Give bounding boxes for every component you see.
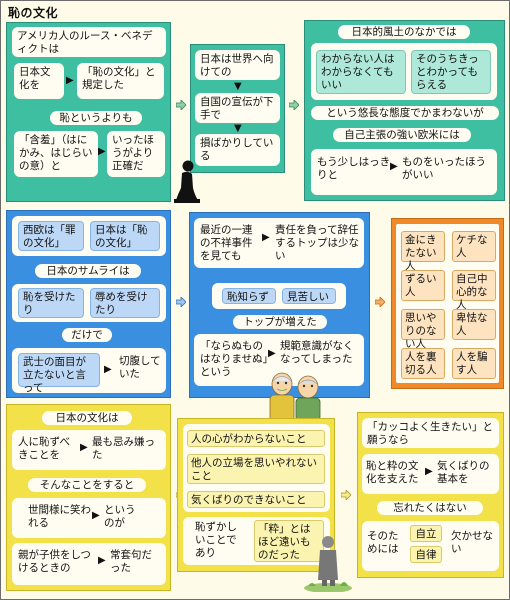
p8-card-e: 「粋」とはほど遠いものだった: [254, 520, 324, 562]
p4-card-d: 辱めを受けたり: [90, 288, 160, 318]
arrow-right-icon: ▶: [425, 466, 433, 477]
kneeling-figure-icon: [174, 160, 200, 203]
p1-head: アメリカ人のルース・ベネディクトは: [12, 27, 166, 57]
arrow-down-icon: ▼: [234, 81, 242, 92]
p8-card-c: 気くばりのできないこと: [187, 491, 325, 508]
p7-card-b: 最も忌み嫌った: [92, 436, 155, 461]
arrow-right-icon: ▶: [80, 442, 88, 453]
p7-card-e: 親が子供をしつけるときの: [18, 549, 91, 574]
flow-arrow-icon: [289, 100, 299, 110]
p6-item: ずるい人: [401, 270, 445, 301]
p7-bottom: [12, 543, 166, 585]
arrow-right-icon: ▶: [268, 348, 276, 359]
p9-card-a: 恥と粋の文化を支えた: [366, 460, 419, 485]
p7-card-c: 世間様に笑われる: [28, 504, 91, 529]
p5-card-d: 見苦しい: [282, 288, 336, 304]
p4-card-b: 日本は「恥の文化」: [90, 221, 160, 251]
p5-card-b: 責任を負って辞任するトップは少ない: [275, 224, 359, 262]
p3-card-c: もう少しはっきりと: [317, 156, 391, 181]
p6-item: 思いやりのない人: [401, 309, 445, 350]
p4-mid2: だけで: [62, 328, 112, 342]
p2-card-b: 自国の宣伝が下手で: [195, 93, 280, 123]
page-title: 恥の文化: [8, 6, 59, 20]
p6-item: ケチな人: [452, 231, 496, 262]
p9-head: 「カッコよく生きたい」と願うなら: [362, 418, 499, 448]
p4-card-c: 恥を受けたり: [18, 288, 84, 318]
arrow-right-icon: ▶: [390, 161, 398, 172]
p1-card-b: 「恥の文化」と規定した: [77, 63, 164, 99]
p1-mid: 恥というよりも: [50, 111, 142, 125]
p6-item: 人を騙す人: [452, 348, 496, 379]
p6-item: 人を裏切る人: [401, 348, 445, 379]
arrow-right-icon: ▶: [104, 364, 112, 375]
p8-card-b: 他人の立場を思いやれないこと: [187, 454, 325, 484]
p7-card-d: というのが: [104, 504, 136, 529]
p5-card-e: 「ならぬものはなりませぬ」という: [200, 340, 268, 378]
p2-card-a: 日本は世界へ向けての: [195, 50, 280, 80]
p7-mid: そんなことをすると: [28, 478, 146, 492]
p1-card-d: いったほうがより正確だ: [107, 131, 165, 177]
p6-item: 金にきたない人: [401, 231, 445, 272]
p5-top: [194, 218, 364, 268]
p4-card-e: 武士の面目が立たないと言って: [18, 353, 100, 394]
arrow-right-icon: ▶: [92, 510, 100, 521]
p3-bottom: [311, 149, 497, 195]
p9-card-c: そのためには: [367, 530, 399, 555]
p5-card-a: 最近の一連の不祥事件を見ても: [200, 224, 253, 262]
arrow-right-icon: ▶: [66, 75, 74, 86]
p1-card-a: 日本文化を: [14, 63, 64, 99]
flow-arrow-icon: [176, 100, 186, 110]
p6-item: 自己中心的な人: [452, 270, 496, 311]
p5-card-f: 規範意識がなくなってしまった: [280, 340, 354, 365]
p3-mid2: 自己主張の強い欧米には: [333, 128, 471, 142]
p7-top: [12, 430, 166, 470]
p3-mid1: という悠長な態度でかまわないが: [311, 106, 499, 120]
elderly-men-illustration: [269, 372, 321, 422]
p9-card-e: 自律: [410, 546, 442, 563]
p7-mid-box: [12, 498, 166, 538]
p9-card-d: 自立: [410, 525, 442, 542]
p7-head: 日本の文化は: [42, 411, 132, 425]
p7-card-a: 人に恥ずべきことを: [18, 436, 70, 461]
p8-card-d: 恥ずかしいことであり: [195, 521, 237, 559]
p4-card-a: 西欧は「罪の文化」: [18, 221, 84, 251]
arrow-right-icon: ▶: [98, 146, 106, 157]
arrow-right-icon: ▶: [262, 232, 270, 243]
p1-card-c: 「含羞」（はにかみ、はじらいの意）と: [14, 131, 98, 177]
arrow-down-icon: ▼: [234, 123, 242, 134]
p3-head: 日本的風土のなかでは: [338, 25, 470, 39]
p8-card-a: 人の心がわからないこと: [187, 430, 325, 447]
arrow-right-icon: ▶: [98, 555, 106, 566]
p2-card-c: 損ばかりしている: [195, 134, 280, 166]
p3-card-d: ものをいったほうがいい: [402, 156, 486, 181]
p6-item: 卑怯な人: [452, 309, 496, 340]
p5-mid: トップが増えた: [233, 315, 327, 329]
p9-mid-box: [362, 454, 499, 494]
p4-card-f: 切腹していた: [119, 355, 161, 380]
p7-card-f: 常套句だった: [110, 549, 152, 574]
p3-card-a: わからない人はわからなくてもいい: [316, 50, 406, 94]
p9-card-f: 欠かせない: [451, 530, 493, 555]
flow-arrow-icon: [176, 297, 186, 307]
statue-figure-illustration: [304, 536, 352, 592]
p9-card-b: 気くばりの基本を: [437, 460, 490, 485]
p9-mid: 忘れたくはない: [377, 501, 483, 515]
p5-card-c: 恥知らず: [222, 288, 276, 304]
flow-arrow-icon: [375, 297, 385, 307]
p4-mid1: 日本のサムライは: [35, 264, 141, 278]
flow-arrow-icon: [341, 490, 351, 500]
p3-card-b: そのうちきっとわかってもらえる: [411, 50, 491, 94]
